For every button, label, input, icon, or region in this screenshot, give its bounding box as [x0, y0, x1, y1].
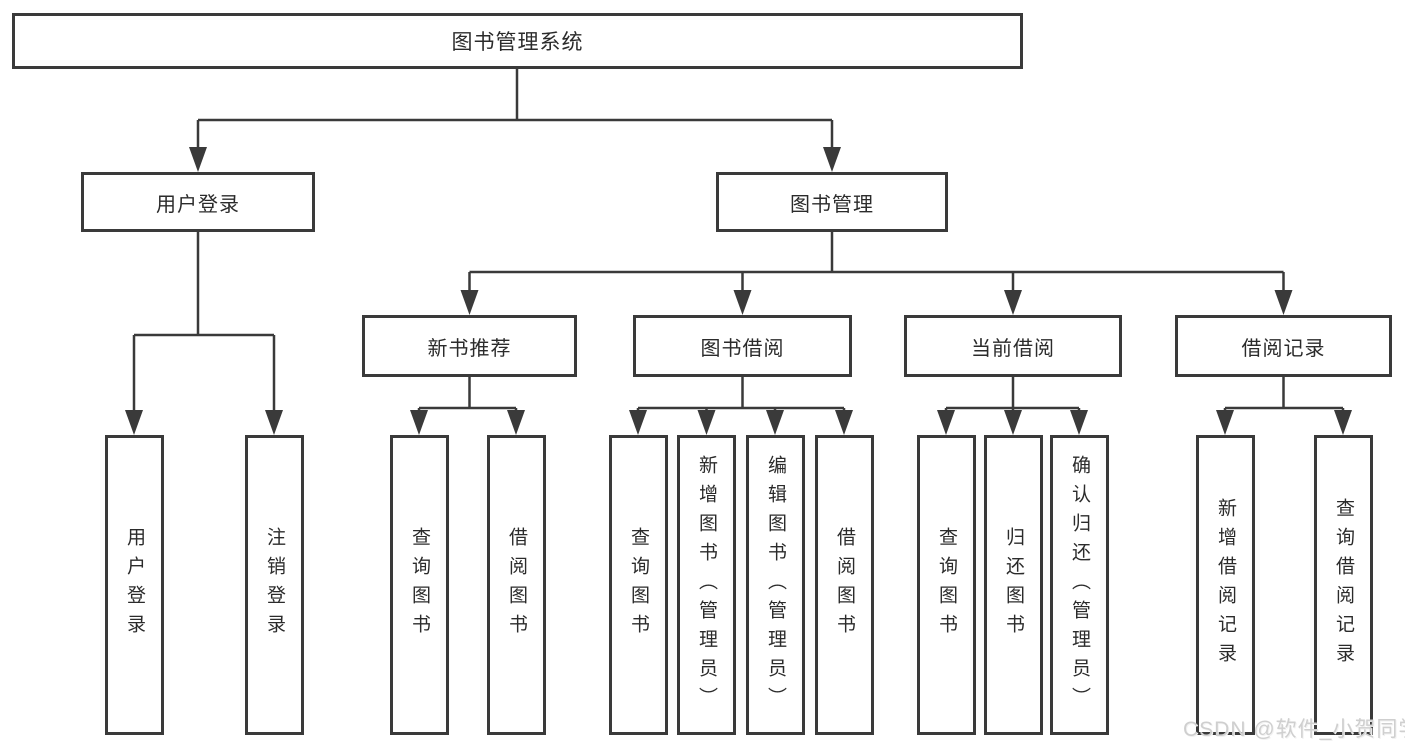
node-current-borrowing: 当前借阅: [904, 315, 1122, 377]
leaf-label: 查询图书: [628, 527, 649, 643]
leaf-label: 确认归还（管理员）: [1069, 454, 1090, 716]
node-label: 图书借阅: [700, 337, 785, 360]
leaf-borrow-books-recommend: 借阅图书: [487, 435, 546, 735]
leaf-label: 编辑图书（管理员）: [765, 454, 786, 716]
leaf-label: 注销登录: [264, 527, 285, 643]
leaf-label: 查询借阅记录: [1333, 498, 1354, 672]
leaf-logout: 注销登录: [245, 435, 304, 735]
node-new-book-recommend: 新书推荐: [362, 315, 577, 377]
leaf-return-book: 归还图书: [984, 435, 1043, 735]
leaf-query-books-borrowing: 查询图书: [609, 435, 668, 735]
node-label: 图书管理系统: [451, 31, 584, 54]
leaf-add-book-admin: 新增图书（管理员）: [677, 435, 736, 735]
leaf-label: 查询图书: [409, 527, 430, 643]
node-book-borrowing: 图书借阅: [633, 315, 852, 377]
leaf-query-books-recommend: 查询图书: [390, 435, 449, 735]
watermark: CSDN @软件_小贺同学: [1183, 718, 1405, 741]
leaf-user-login: 用户登录: [105, 435, 164, 735]
node-label: 新书推荐: [427, 337, 512, 360]
leaf-label: 借阅图书: [506, 527, 527, 643]
node-label: 用户登录: [156, 193, 240, 216]
leaf-borrow-books: 借阅图书: [815, 435, 874, 735]
node-label: 图书管理: [790, 193, 874, 216]
leaf-add-borrow-record: 新增借阅记录: [1196, 435, 1255, 735]
leaf-edit-book-admin: 编辑图书（管理员）: [746, 435, 805, 735]
node-label: 当前借阅: [971, 337, 1055, 360]
leaf-query-borrow-record: 查询借阅记录: [1314, 435, 1373, 735]
node-label: 借阅记录: [1241, 337, 1326, 360]
leaf-label: 查询图书: [936, 527, 957, 643]
node-book-management: 图书管理: [716, 172, 948, 232]
leaf-label: 新增图书（管理员）: [696, 454, 717, 716]
leaf-label: 用户登录: [124, 527, 145, 643]
node-user-login: 用户登录: [81, 172, 315, 232]
node-borrowing-records: 借阅记录: [1175, 315, 1392, 377]
leaf-query-books-current: 查询图书: [917, 435, 976, 735]
leaf-label: 归还图书: [1003, 527, 1024, 643]
leaf-confirm-return-admin: 确认归还（管理员）: [1050, 435, 1109, 735]
leaf-label: 新增借阅记录: [1215, 498, 1236, 672]
node-library-management-system: 图书管理系统: [12, 13, 1023, 69]
leaf-label: 借阅图书: [834, 527, 855, 643]
